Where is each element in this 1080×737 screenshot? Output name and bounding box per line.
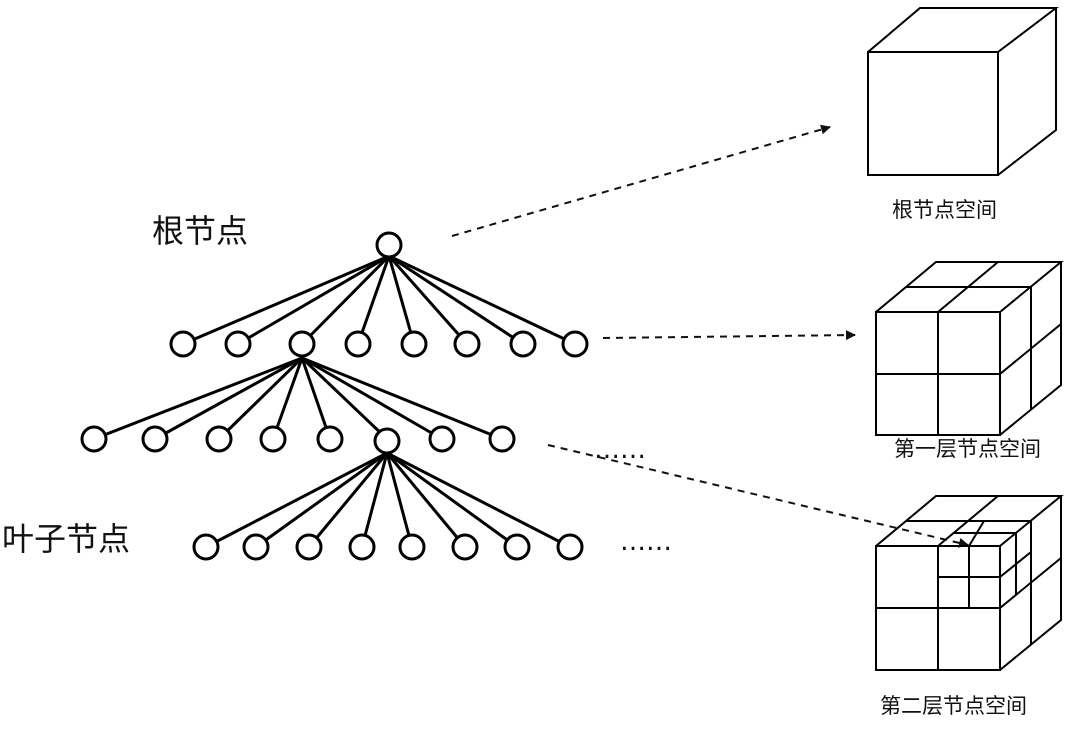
dashed-arrows bbox=[451, 124, 969, 548]
leaf-node-label: 叶子节点 bbox=[2, 520, 130, 558]
tree-node bbox=[141, 425, 169, 453]
leaf-node bbox=[348, 533, 376, 561]
level1-edges bbox=[93, 356, 503, 441]
leaf-node bbox=[451, 533, 479, 561]
arrow-root-to-space bbox=[451, 124, 831, 237]
leaf-node bbox=[503, 533, 531, 561]
level2-nodes bbox=[80, 425, 516, 455]
tree-node bbox=[259, 425, 287, 453]
leaf-node bbox=[295, 533, 323, 561]
leaf-node bbox=[556, 533, 584, 561]
level1-nodes bbox=[169, 330, 589, 358]
ellipsis-level2: …… bbox=[594, 435, 646, 465]
root-space-cube bbox=[867, 7, 1059, 176]
ellipsis-leaves: …… bbox=[620, 527, 672, 557]
tree-node bbox=[224, 330, 252, 358]
root-space-label: 根节点空间 bbox=[892, 198, 997, 222]
level2-edges bbox=[205, 451, 571, 549]
arrow-level2-to-space bbox=[547, 444, 969, 548]
leaf-node bbox=[242, 533, 270, 561]
octree-tree bbox=[80, 231, 589, 561]
tree-node bbox=[488, 425, 516, 453]
tree-node bbox=[453, 330, 481, 358]
tree-node bbox=[205, 425, 233, 453]
tree-node bbox=[316, 425, 344, 453]
level1-space-cube bbox=[875, 261, 1064, 436]
tree-node bbox=[169, 330, 197, 358]
tree-node bbox=[80, 425, 108, 453]
leaf-node bbox=[192, 533, 220, 561]
tree-node bbox=[400, 330, 428, 358]
tree-node bbox=[561, 330, 589, 358]
arrow-level1-to-space bbox=[602, 330, 856, 341]
level1-space-label: 第一层节点空间 bbox=[894, 437, 1041, 461]
tree-node bbox=[509, 330, 537, 358]
tree-node bbox=[344, 330, 372, 358]
tree-node bbox=[373, 427, 401, 455]
level2-space-label: 第二层节点空间 bbox=[880, 694, 1027, 718]
level2-space-cube bbox=[875, 495, 1064, 671]
leaf-nodes bbox=[192, 533, 584, 561]
tree-node bbox=[428, 425, 456, 453]
root-node bbox=[375, 231, 403, 259]
root-edges bbox=[182, 254, 576, 346]
root-node-label: 根节点 bbox=[152, 212, 248, 250]
tree-node bbox=[288, 330, 316, 358]
leaf-node bbox=[398, 533, 426, 561]
